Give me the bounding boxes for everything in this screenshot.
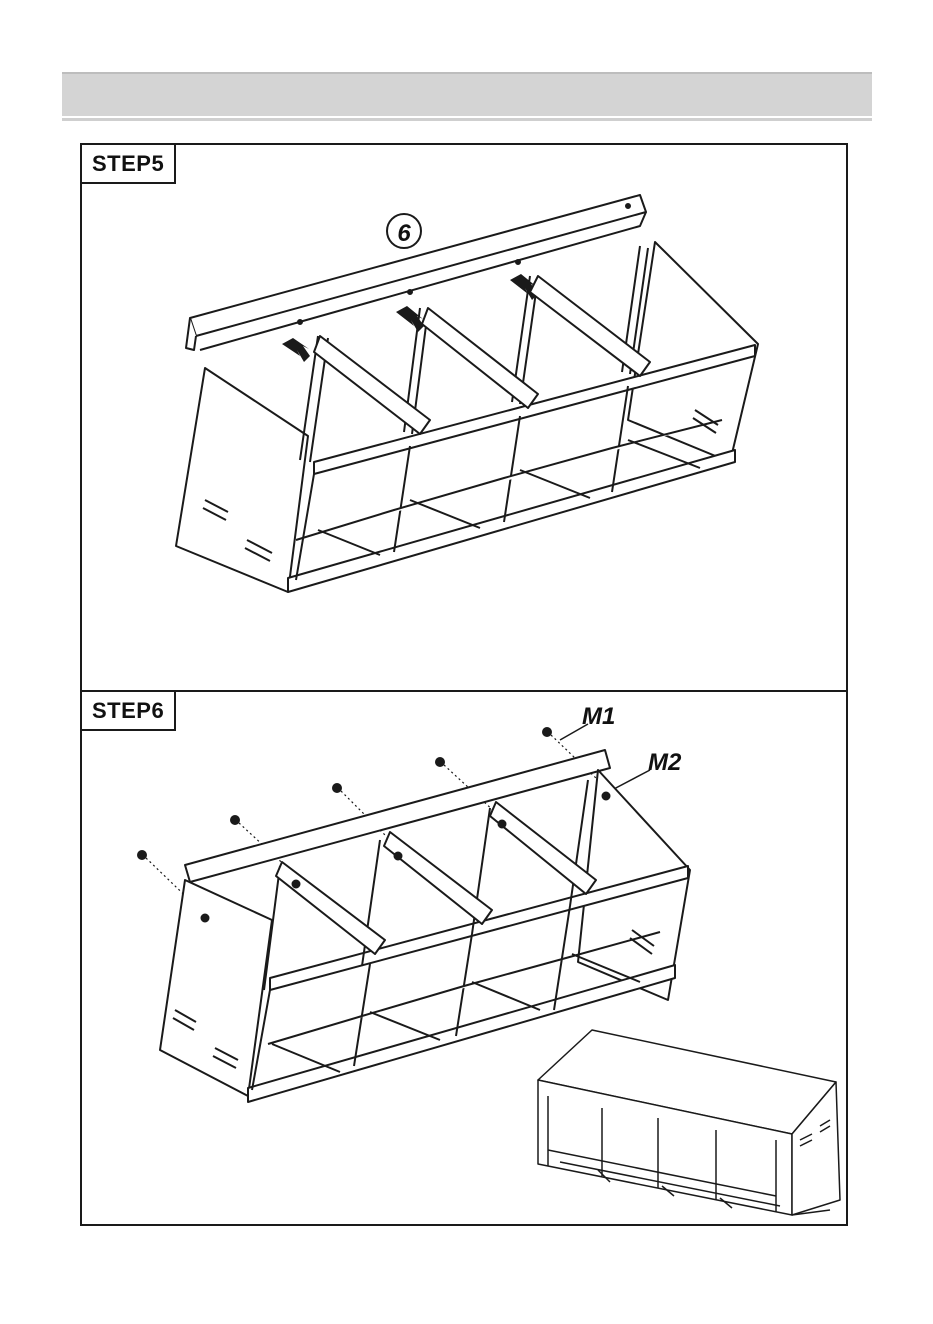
m1-callout: M1 [582, 703, 615, 730]
finished-nest-box-inset [538, 1030, 840, 1215]
m2-callout: M2 [648, 749, 682, 776]
